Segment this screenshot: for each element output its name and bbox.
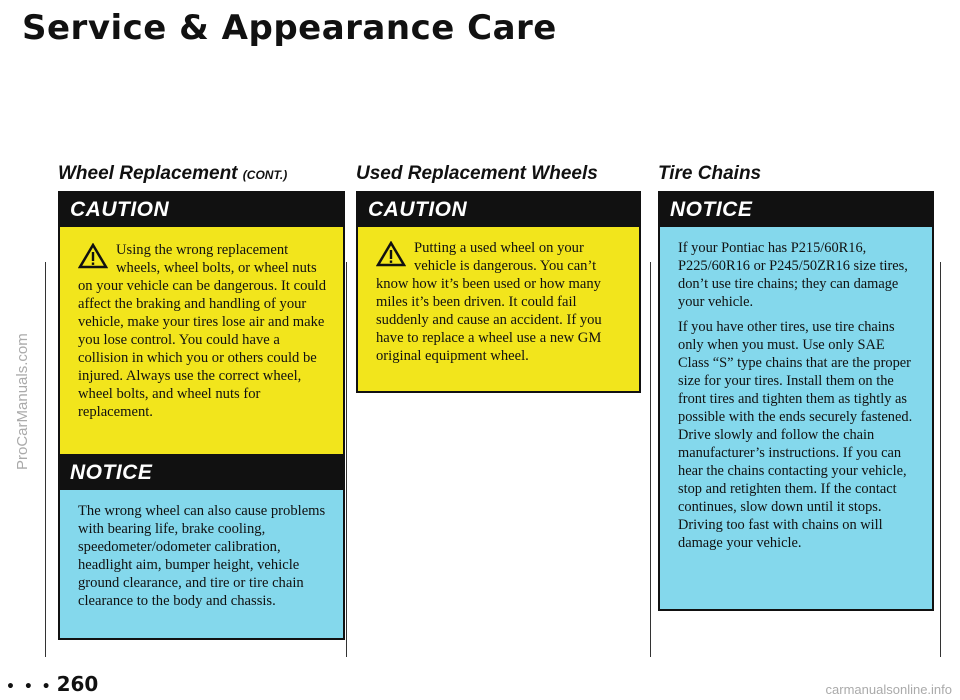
column-rule [940, 262, 941, 657]
section-heading-used-replacement-wheels: Used Replacement Wheels [356, 163, 598, 185]
heading-text: Wheel Replacement [58, 163, 238, 184]
notice-box-wrong-wheel: NOTICE The wrong wheel can also cause pr… [58, 454, 345, 640]
caution-body: Putting a used wheel on your vehicle is … [376, 239, 625, 365]
column-rule [346, 262, 347, 657]
column-rule [45, 262, 46, 657]
notice-label: NOTICE [660, 193, 932, 227]
notice-paragraph-1: If your Pontiac has P215/60R16, P225/60R… [678, 240, 908, 310]
notice-label: NOTICE [60, 456, 343, 490]
caution-box-used-wheel: CAUTION Putting a used wheel on your veh… [356, 191, 641, 393]
heading-suffix: (CONT.) [242, 168, 288, 182]
caution-label: CAUTION [358, 193, 639, 227]
page-number-value: 260 [56, 672, 99, 696]
caution-label: CAUTION [60, 193, 343, 227]
page-number: • • •260 [6, 672, 98, 696]
notice-box-tire-chains: NOTICE If your Pontiac has P215/60R16, P… [658, 191, 934, 611]
heading-text: Used Replacement Wheels [356, 163, 598, 184]
notice-text: The wrong wheel can also cause problems … [78, 503, 326, 609]
heading-text: Tire Chains [658, 163, 762, 184]
section-heading-wheel-replacement: Wheel Replacement (CONT.) [58, 163, 287, 185]
notice-body: The wrong wheel can also cause problems … [78, 502, 329, 610]
side-watermark: ProCarManuals.com [14, 333, 31, 470]
footer-watermark: carmanualsonline.info [825, 682, 952, 697]
page-title: Service & Appearance Care [22, 8, 557, 48]
column-rule [650, 262, 651, 657]
page-dots: • • • [6, 679, 53, 695]
caution-box-wrong-wheel: CAUTION Using the wrong replacement whee… [58, 191, 345, 469]
caution-text: Putting a used wheel on your vehicle is … [376, 240, 602, 364]
notice-paragraph-2: If you have other tires, use tire chains… [678, 319, 913, 551]
section-heading-tire-chains: Tire Chains [658, 163, 761, 185]
warning-triangle-icon [376, 241, 406, 267]
caution-body: Using the wrong replacement wheels, whee… [78, 241, 329, 421]
notice-body: If your Pontiac has P215/60R16, P225/60R… [678, 239, 918, 559]
caution-text: Using the wrong replacement wheels, whee… [78, 242, 327, 420]
warning-triangle-icon [78, 243, 108, 269]
